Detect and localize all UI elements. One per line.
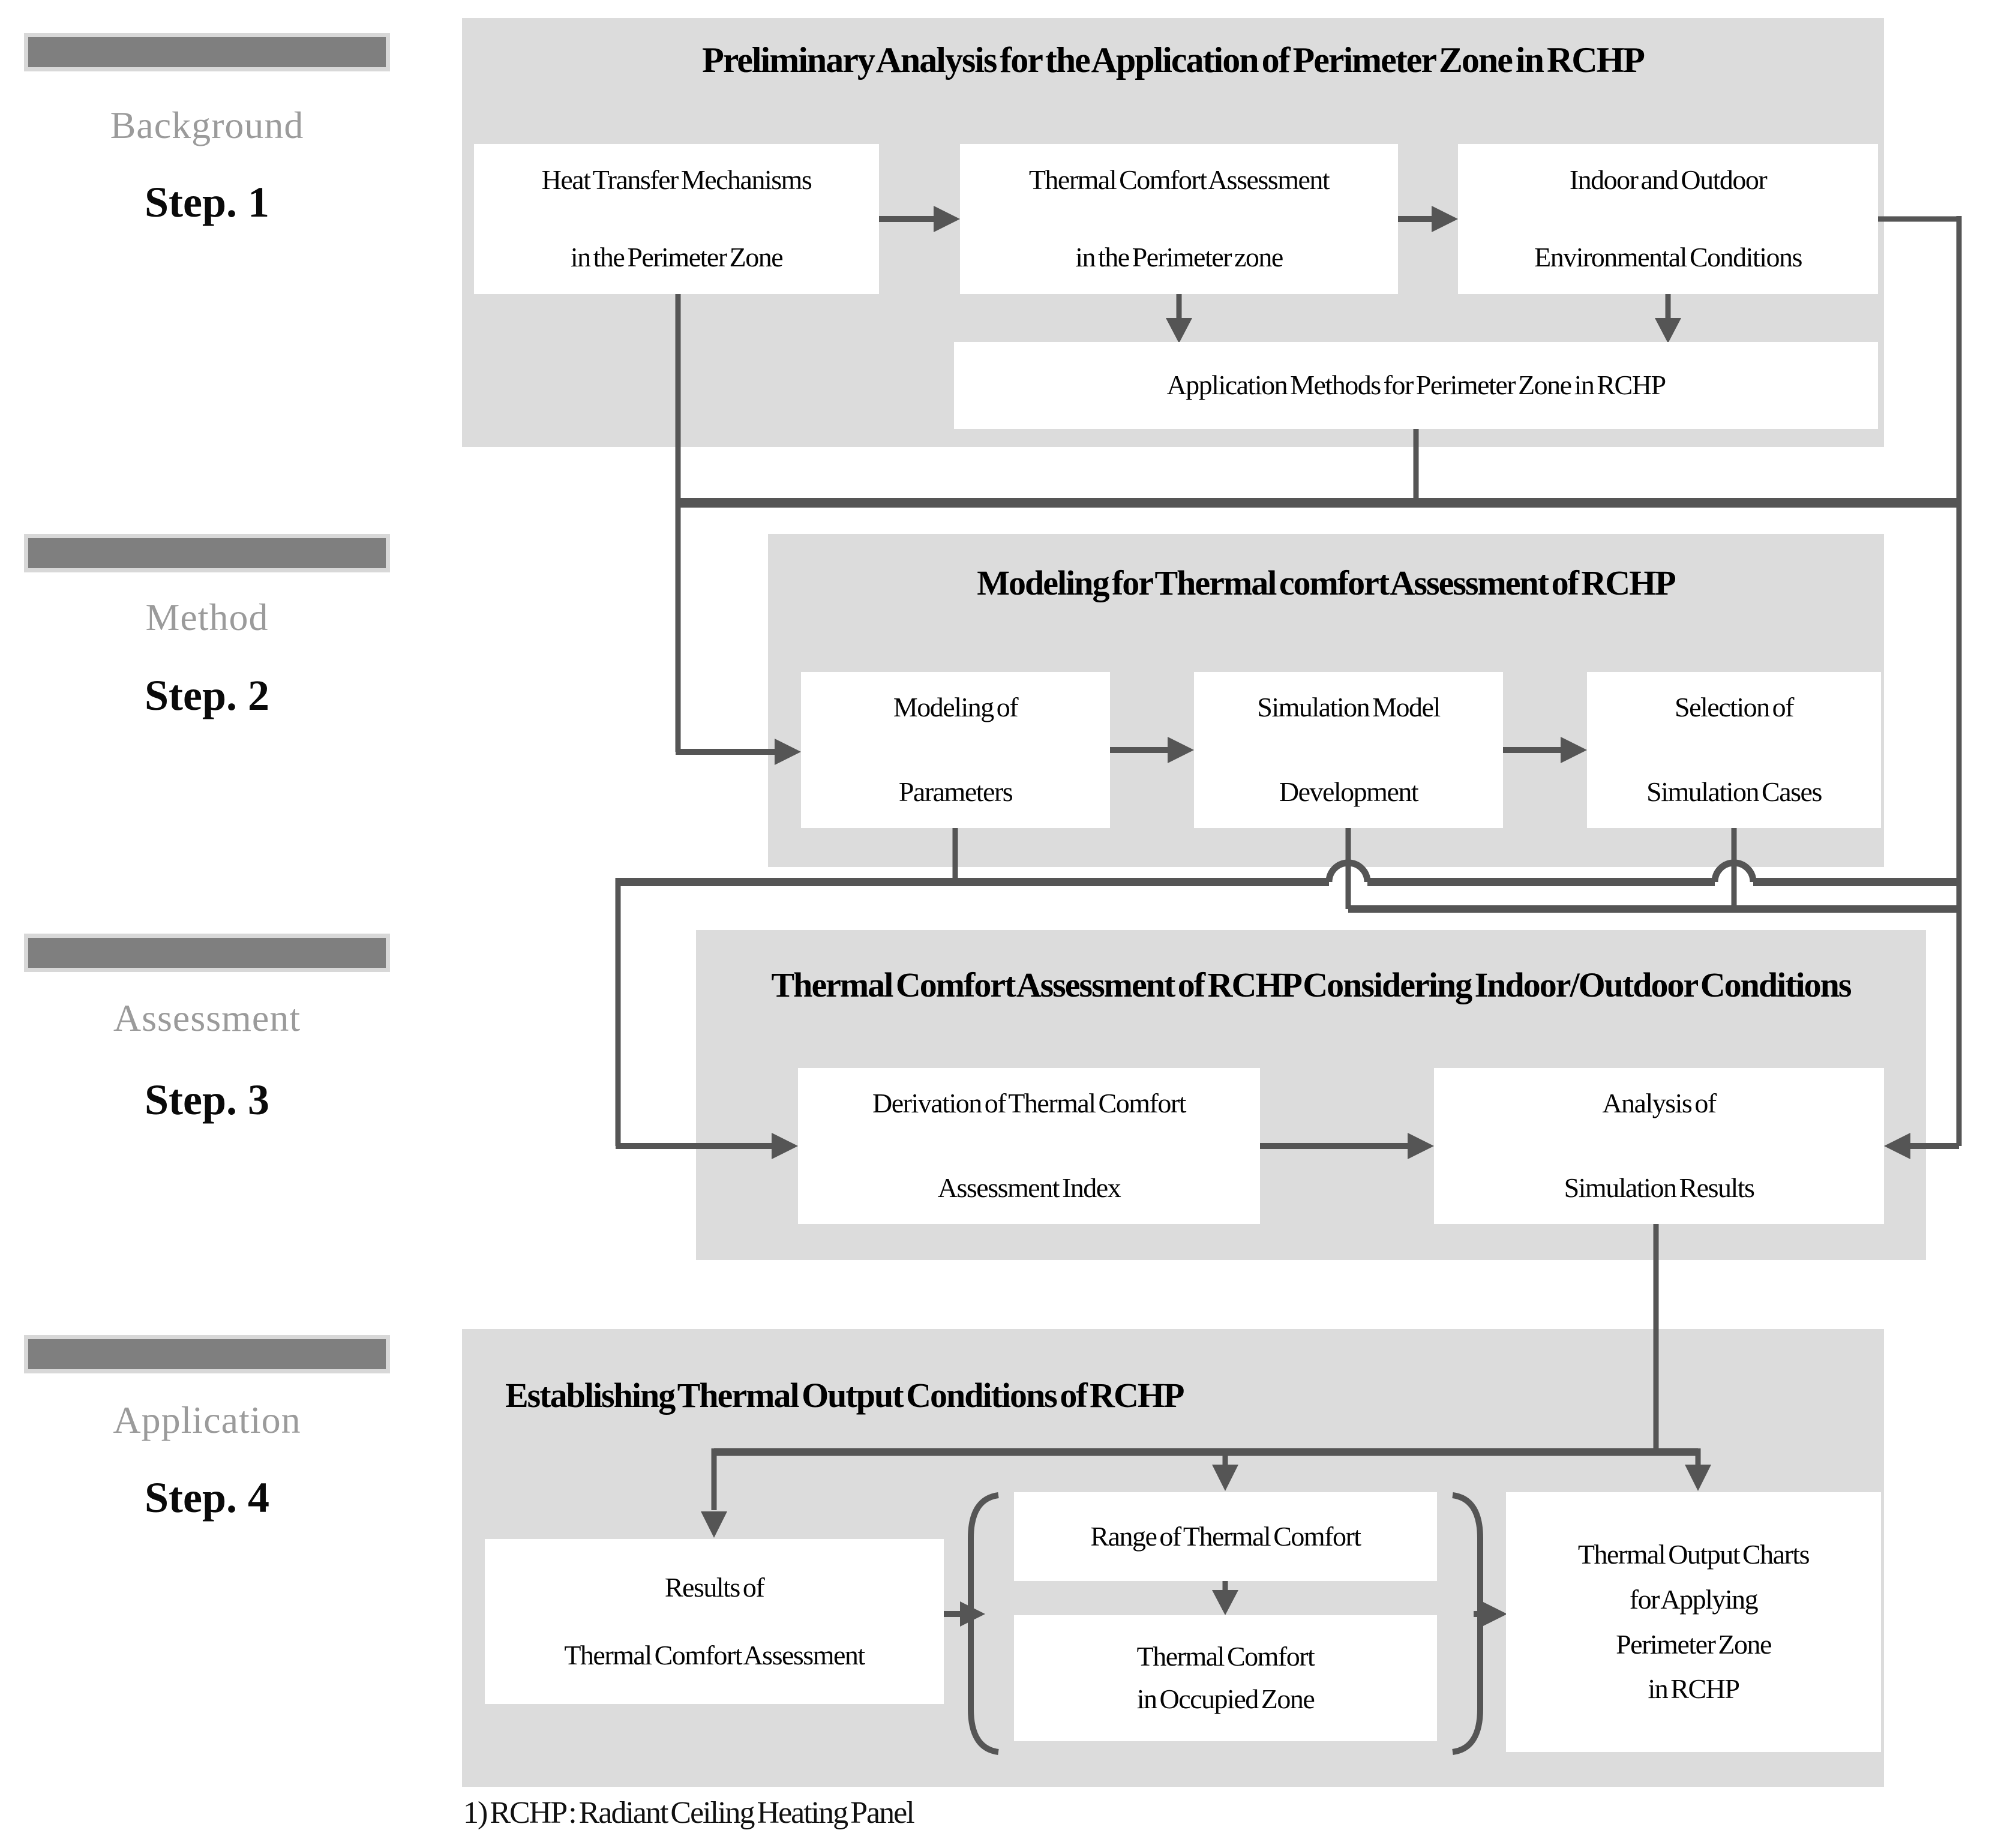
line-hop-arc: [1325, 859, 1371, 883]
box-analysis-simulation-results: Analysis of Simulation Results: [1434, 1068, 1884, 1224]
box-line: Heat Transfer Mechanisms: [541, 164, 812, 196]
box-line: in the Perimeter zone: [1075, 242, 1283, 272]
box-derivation-assessment-index: Derivation of Thermal Comfort Assessment…: [798, 1068, 1260, 1224]
box-line: Selection of: [1675, 692, 1795, 723]
section-marker-bar-2: [24, 534, 390, 572]
box-selection-of-simulation-cases: Selection of Simulation Cases: [1587, 672, 1881, 828]
box-results-of-assessment: Results of Thermal Comfort Assessment: [485, 1539, 944, 1704]
box-line: in RCHP: [1648, 1673, 1740, 1705]
box-application-methods: Application Methods for Perimeter Zone i…: [954, 342, 1878, 429]
sidebar-label-method: Method: [145, 596, 269, 638]
box-heat-transfer-mechanisms: Heat Transfer Mechanisms in the Perimete…: [474, 144, 879, 294]
box-line: Range of Thermal Comfort: [1090, 1520, 1361, 1552]
box-line: Simulation Model: [1257, 692, 1441, 723]
box-indoor-outdoor-conditions: Indoor and Outdoor Environmental Conditi…: [1458, 144, 1878, 294]
box-thermal-comfort-occupied-zone: Thermal Comfort in Occupied Zone: [1014, 1615, 1437, 1741]
box-line: Simulation Results: [1564, 1172, 1755, 1203]
box-line: for Applying: [1629, 1583, 1759, 1615]
section-marker-bar-1: [24, 33, 390, 71]
box-simulation-model-development: Simulation Model Development: [1194, 672, 1503, 828]
sidebar-label-background: Background: [110, 104, 304, 146]
box-line: Indoor and Outdoor: [1569, 164, 1768, 196]
box-line: Thermal Comfort: [1136, 1641, 1315, 1672]
step2-title: Modeling for Thermal comfort Assessment …: [977, 563, 1676, 602]
sidebar-step-3: Step. 3: [144, 1076, 270, 1124]
box-line: Modeling of: [893, 692, 1019, 723]
box-range-of-thermal-comfort: Range of Thermal Comfort: [1014, 1492, 1437, 1581]
box-line: Assessment Index: [937, 1172, 1121, 1203]
box-line: Thermal Comfort Assessment: [1028, 164, 1330, 196]
box-line: Thermal Output Charts: [1577, 1538, 1810, 1570]
arrow-heads: [701, 206, 1910, 1627]
right-bracket: [1452, 1492, 1483, 1755]
connector-lines: [615, 216, 1962, 1755]
box-line: Perimeter Zone: [1616, 1628, 1772, 1660]
sidebar-label-application: Application: [113, 1399, 301, 1441]
box-line: in the Perimeter Zone: [570, 242, 784, 272]
box-line: Thermal Comfort Assessment: [564, 1639, 865, 1670]
step3-title: Thermal Comfort Assessment of RCHP Consi…: [771, 965, 1852, 1004]
box-line: Application Methods for Perimeter Zone i…: [1166, 370, 1666, 401]
sidebar-label-assessment: Assessment: [113, 997, 301, 1039]
box-line: Development: [1279, 776, 1419, 807]
box-modeling-of-parameters: Modeling of Parameters: [801, 672, 1110, 828]
section-marker-bar-3: [24, 934, 390, 972]
sidebar-step-2: Step. 2: [144, 671, 270, 719]
box-line: Environmental Conditions: [1534, 242, 1802, 272]
box-line: Simulation Cases: [1646, 776, 1822, 807]
section-marker-bar-4: [24, 1335, 390, 1373]
box-line: in Occupied Zone: [1136, 1684, 1315, 1714]
box-line: Derivation of Thermal Comfort: [872, 1088, 1186, 1119]
box-thermal-comfort-assessment: Thermal Comfort Assessment in the Perime…: [960, 144, 1398, 294]
step1-title: Preliminary Analysis for the Application…: [702, 40, 1645, 80]
left-bracket: [968, 1492, 999, 1755]
line-hop-arc: [1711, 859, 1757, 883]
box-line: Results of: [664, 1571, 765, 1603]
box-thermal-output-charts: Thermal Output Charts for Applying Perim…: [1506, 1492, 1881, 1752]
box-line: Analysis of: [1602, 1088, 1717, 1119]
sidebar-step-4: Step. 4: [144, 1474, 270, 1522]
step4-title: Establishing Thermal Output Conditions o…: [505, 1376, 1184, 1415]
footnote-rchp-definition: 1) RCHP : Radiant Ceiling Heating Panel: [463, 1796, 915, 1830]
sidebar-step-1: Step. 1: [144, 178, 270, 226]
box-line: Parameters: [898, 776, 1013, 807]
